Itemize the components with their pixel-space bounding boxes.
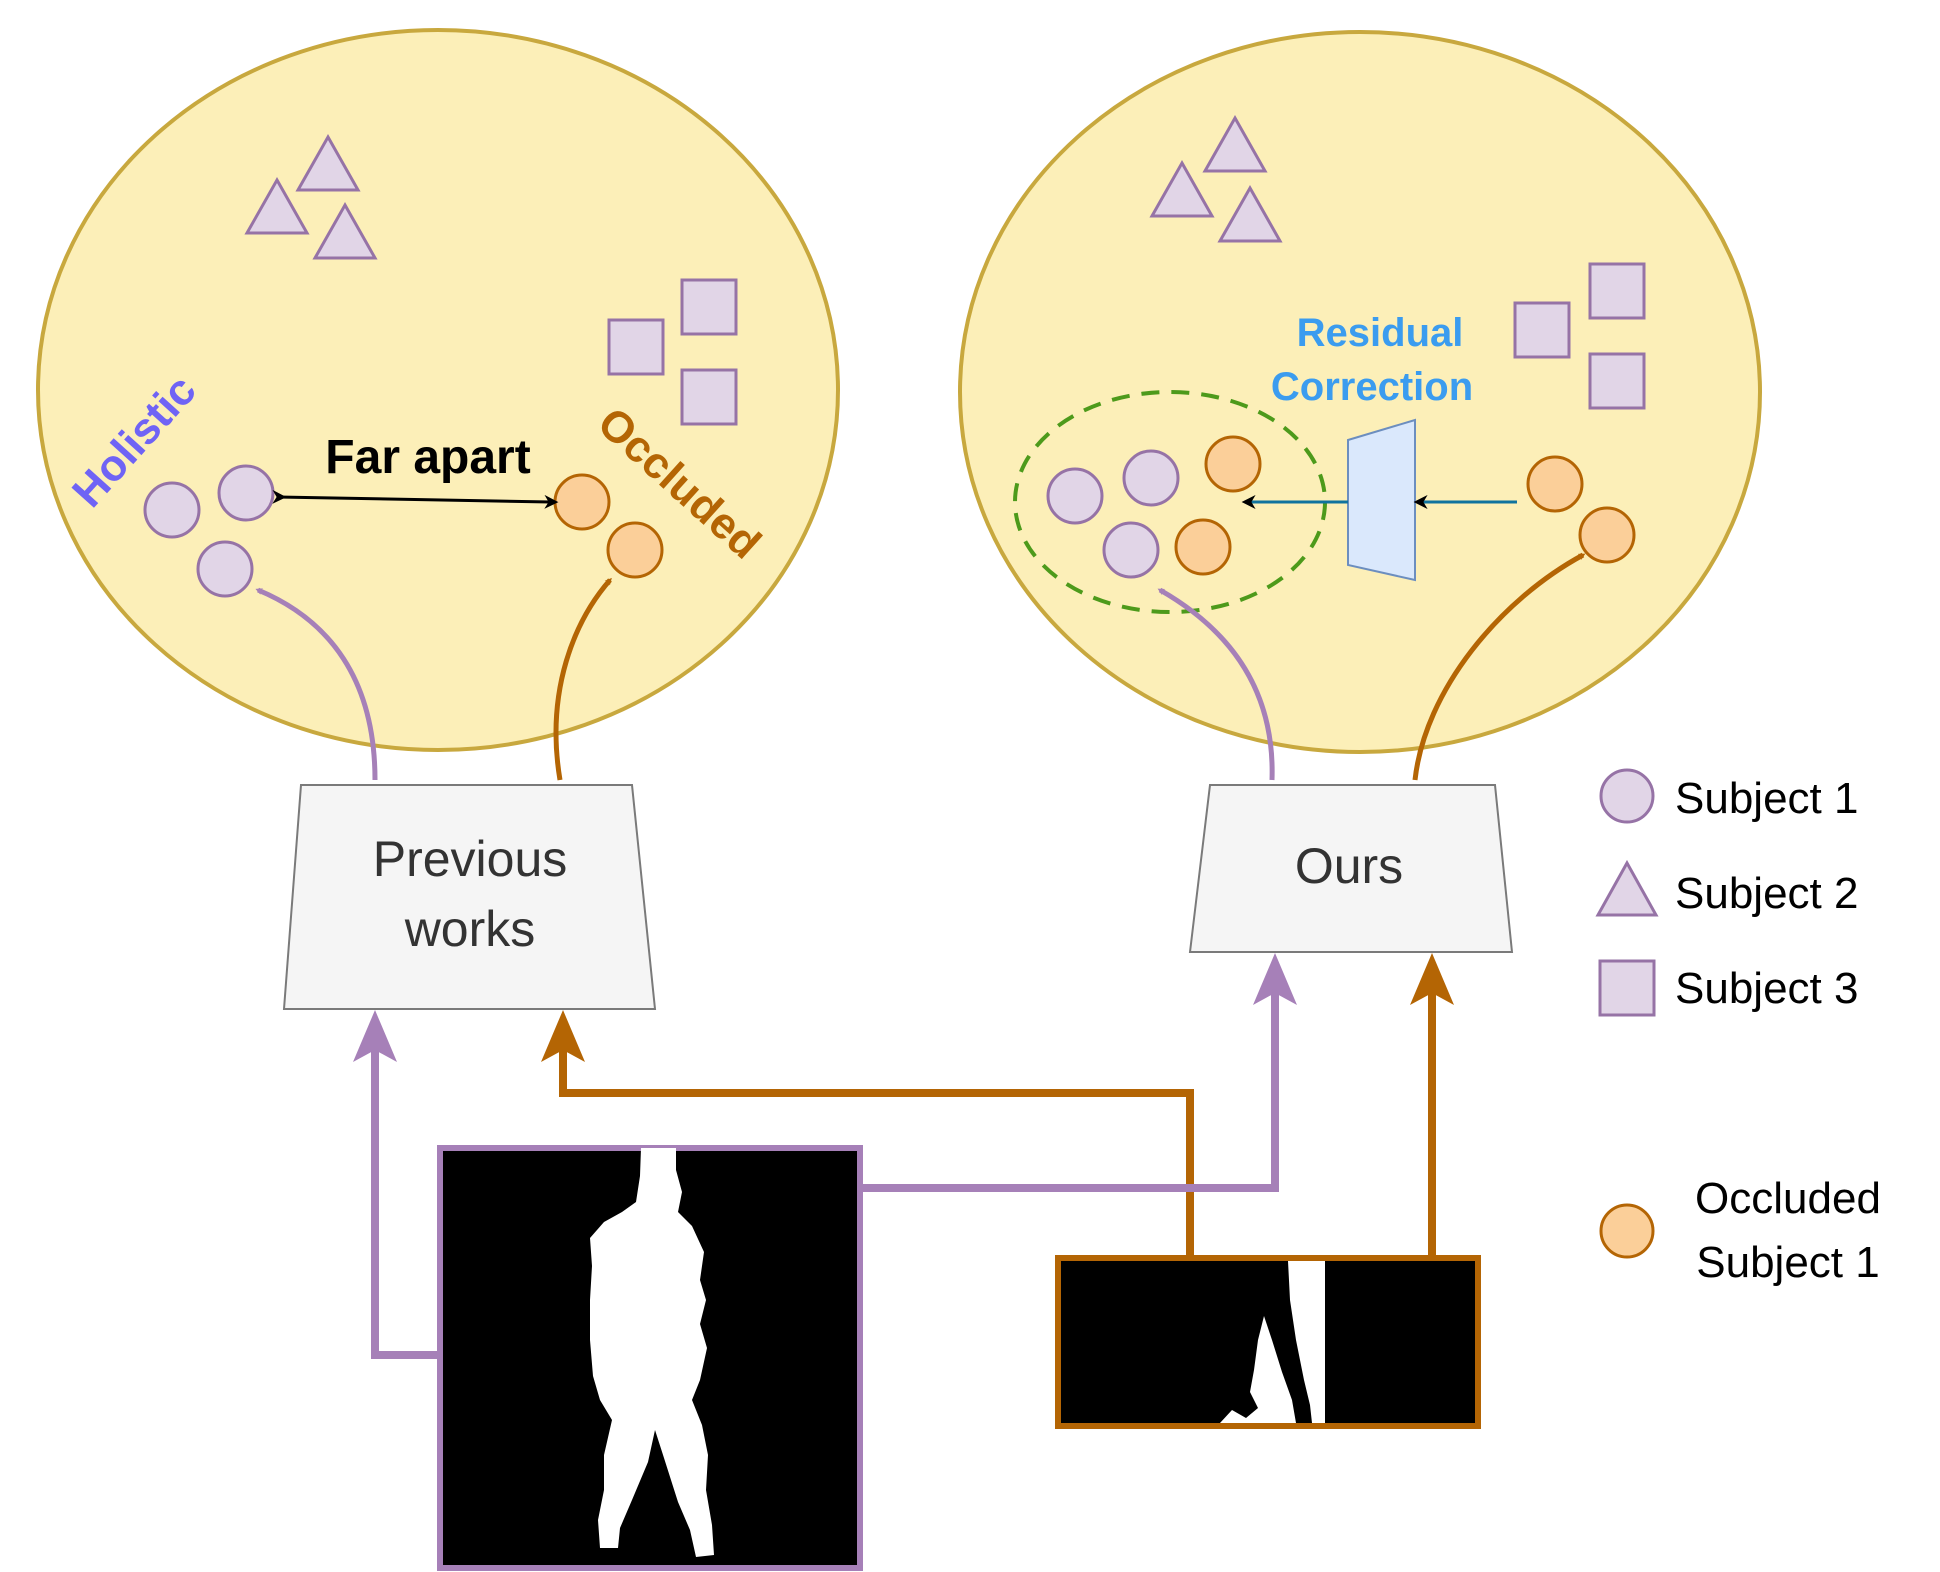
square-icon xyxy=(680,368,738,426)
triangle-icon xyxy=(1202,114,1268,173)
orange-circle-icon xyxy=(1174,518,1232,576)
orange-circle-icon xyxy=(606,521,664,579)
square-icon xyxy=(1513,301,1571,359)
previous-works-label-line1: Previous xyxy=(373,831,568,887)
legend-subject2-label: Subject 2 xyxy=(1675,869,1858,918)
holistic-to-ours-arrowhead xyxy=(1253,953,1297,1005)
far-apart-label: Far apart xyxy=(325,431,530,484)
orange-circle-icon xyxy=(553,473,611,531)
occluded-to-previous-arrowhead xyxy=(541,1010,585,1062)
orange-circle-icon xyxy=(1578,506,1636,564)
holistic-to-previous-line xyxy=(371,1027,440,1359)
ours-label: Ours xyxy=(1295,838,1403,894)
previous-works-encoder xyxy=(282,784,657,1010)
right-holistic-cluster xyxy=(1046,449,1180,579)
left-holistic-cluster xyxy=(143,464,275,598)
right-subject2-cluster xyxy=(1149,114,1283,243)
person-lower-silhouette xyxy=(1212,1261,1312,1423)
circle-icon xyxy=(196,540,254,598)
residual-correction-block xyxy=(1347,418,1416,582)
triangle-icon xyxy=(295,133,361,192)
circle-icon xyxy=(1599,768,1655,824)
legend: Subject 1 Subject 2 Subject 3 Occluded S… xyxy=(1595,768,1881,1287)
left-occluded-curve-arrow xyxy=(553,577,612,781)
orange-circle-icon xyxy=(1526,455,1584,513)
right-holistic-curve-arrow xyxy=(1157,587,1275,781)
legend-subject3-label: Subject 3 xyxy=(1675,964,1858,1013)
triangle-icon xyxy=(312,201,378,260)
square-icon xyxy=(1588,352,1646,410)
orange-circle-icon xyxy=(1204,435,1262,493)
square-icon xyxy=(1598,959,1656,1017)
circle-icon xyxy=(217,464,275,522)
residual-correction-label-line2: Correction xyxy=(1271,365,1473,409)
occluded-silhouette-image xyxy=(1055,1255,1481,1429)
square-icon xyxy=(680,278,738,336)
legend-occluded-label-line2: Subject 1 xyxy=(1696,1238,1879,1287)
triangle-icon xyxy=(1217,184,1283,243)
legend-subject1-label: Subject 1 xyxy=(1675,774,1858,823)
holistic-silhouette-image xyxy=(437,1145,863,1571)
previous-works-label-line2: works xyxy=(404,901,536,957)
residual-correction-label-line1: Residual xyxy=(1297,311,1464,355)
circle-icon xyxy=(1122,449,1180,507)
left-occluded-cluster xyxy=(553,473,664,579)
legend-occluded-label-line1: Occluded xyxy=(1695,1174,1881,1223)
left-subject3-cluster xyxy=(607,278,738,426)
circle-icon xyxy=(1102,521,1160,579)
left-subject2-cluster xyxy=(244,133,378,260)
far-apart-arrow xyxy=(272,489,559,509)
triangle-icon xyxy=(1595,859,1659,917)
right-corrected-cluster xyxy=(1174,435,1262,576)
right-occluded-cluster xyxy=(1526,455,1636,564)
triangle-icon xyxy=(244,176,310,235)
circle-icon xyxy=(1046,467,1104,525)
left-holistic-curve-arrow xyxy=(255,587,378,781)
right-subject3-cluster xyxy=(1513,262,1646,410)
right-occluded-curve-arrow xyxy=(1412,552,1586,781)
holistic-to-previous-arrowhead xyxy=(353,1010,397,1062)
triangle-icon xyxy=(1149,159,1215,218)
orange-circle-icon xyxy=(1599,1203,1655,1259)
square-icon xyxy=(607,318,665,376)
occluded-to-previous-line xyxy=(559,1027,1194,1258)
holistic-to-ours-line xyxy=(860,970,1279,1192)
circle-icon xyxy=(143,481,201,539)
person-silhouette xyxy=(590,1148,714,1557)
square-icon xyxy=(1588,262,1646,320)
ours-encoder xyxy=(1188,784,1514,953)
occluded-to-ours-arrowhead xyxy=(1410,953,1454,1005)
